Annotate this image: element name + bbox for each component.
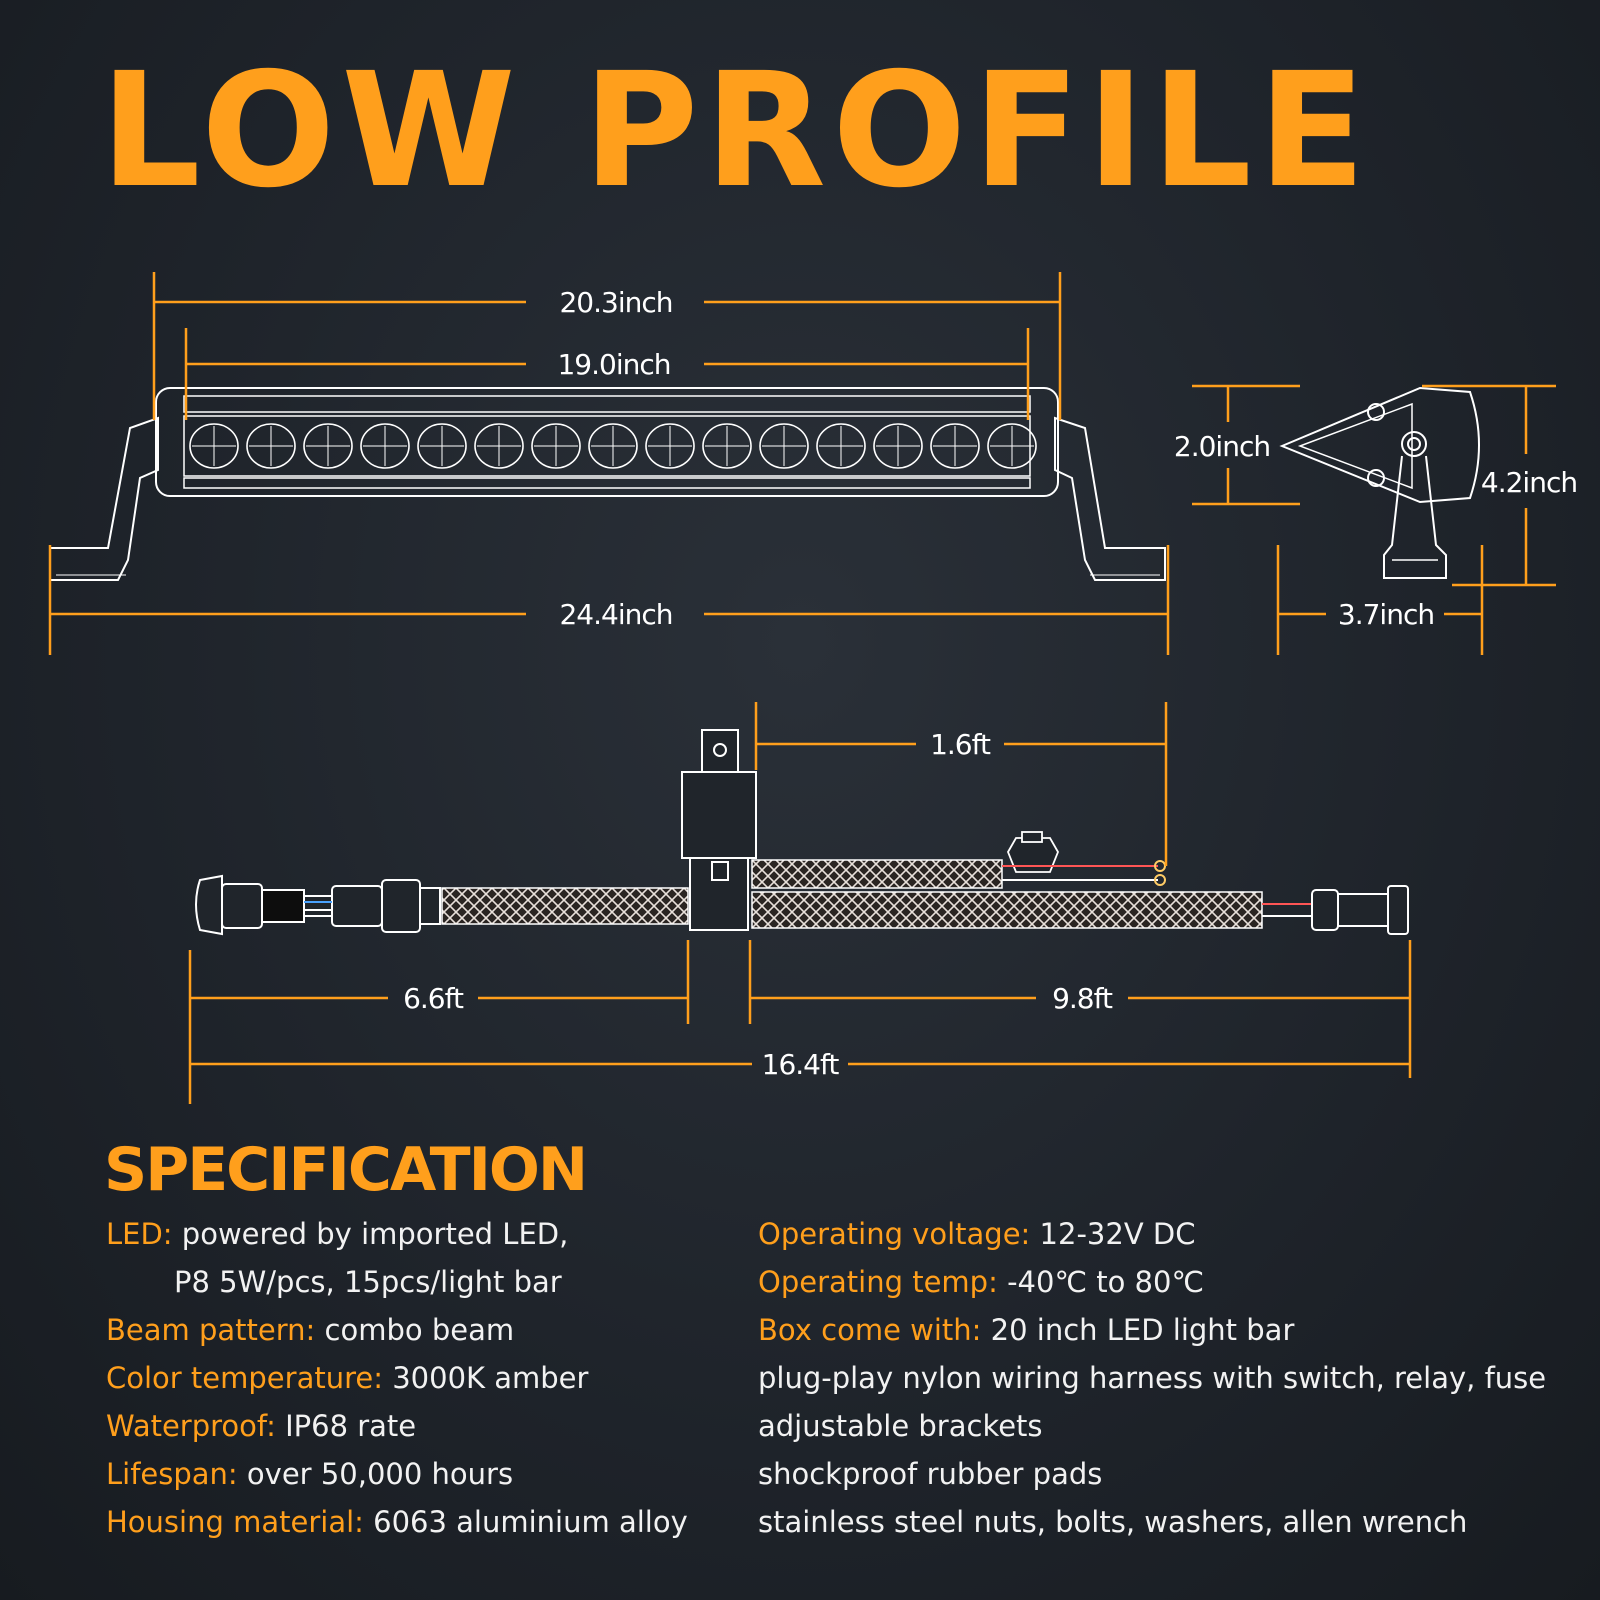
light-bar-dimension-lines <box>48 272 1170 655</box>
page-title: LOW PROFILE <box>100 39 1372 223</box>
led-lens-icon <box>246 423 296 469</box>
spec-row: adjustable brackets <box>758 1402 1546 1450</box>
specification-title: SPECIFICATION <box>104 1135 588 1205</box>
spec-label: Color temperature: <box>106 1361 383 1395</box>
led-lens-icon <box>474 423 524 469</box>
spec-row: plug-play nylon wiring harness with swit… <box>758 1354 1546 1402</box>
side-housing <box>1279 386 1480 504</box>
spec-label: Box come with: <box>758 1313 982 1347</box>
led-lens-icon <box>816 423 866 469</box>
spec-row: Color temperature: 3000K amber <box>106 1354 688 1402</box>
bracket-width-label: 24.4inch <box>559 598 672 631</box>
spec-value: over 50,000 hours <box>237 1457 514 1491</box>
right-bracket <box>1054 416 1166 581</box>
spec-label: Housing material: <box>106 1505 364 1539</box>
spec-value: 20 inch LED light bar <box>981 1313 1295 1347</box>
side-bracket <box>1383 455 1447 579</box>
spec-value: -40℃ to 80℃ <box>997 1265 1205 1299</box>
spec-value: 3000K amber <box>383 1361 589 1395</box>
spec-row: Beam pattern: combo beam <box>106 1306 688 1354</box>
led-lens-icon <box>702 423 752 469</box>
depth-label: 3.7inch <box>1338 598 1434 631</box>
spec-value: IP68 rate <box>275 1409 417 1443</box>
battery-ring-terminal-icon <box>1154 874 1166 886</box>
harness-dimension-lines <box>188 702 1412 1104</box>
led-lens-icon <box>303 423 353 469</box>
spec-value: stainless steel nuts, bolts, washers, al… <box>758 1505 1468 1539</box>
relay-to-light-label: 9.8ft <box>1052 982 1113 1015</box>
spec-row: Box come with: 20 inch LED light bar <box>758 1306 1546 1354</box>
led-lens-icon <box>588 423 638 469</box>
nylon-sleeve-light <box>751 891 1263 929</box>
spec-label: Operating voltage: <box>758 1217 1031 1251</box>
led-width-label: 19.0inch <box>557 348 670 381</box>
spec-label: Beam pattern: <box>106 1313 316 1347</box>
spec-row: Operating voltage: 12-32V DC <box>758 1210 1546 1258</box>
light-bar-housing <box>155 387 1059 497</box>
led-lens-icon <box>360 423 410 469</box>
bracket-height-label: 4.2inch <box>1481 466 1577 499</box>
spec-row: Lifespan: over 50,000 hours <box>106 1450 688 1498</box>
spec-row: shockproof rubber pads <box>758 1450 1546 1498</box>
spec-value: adjustable brackets <box>758 1409 1043 1443</box>
switch-to-relay-label: 6.6ft <box>403 982 464 1015</box>
spec-value: plug-play nylon wiring harness with swit… <box>758 1361 1547 1395</box>
wiring-harness <box>195 729 1409 936</box>
spec-label: Waterproof: <box>106 1409 276 1443</box>
led-lens-icon <box>645 423 695 469</box>
spec-row: Waterproof: IP68 rate <box>106 1402 688 1450</box>
spec-row: stainless steel nuts, bolts, washers, al… <box>758 1498 1546 1546</box>
left-bracket <box>49 416 159 581</box>
spec-value: powered by imported LED, <box>172 1217 569 1251</box>
overall-width-label: 20.3inch <box>559 286 672 319</box>
led-lens-icon <box>531 423 581 469</box>
side-view-dimension-lines <box>1192 384 1556 655</box>
fuse-holder-icon <box>1007 831 1059 873</box>
led-lens-icon <box>930 423 980 469</box>
led-lens-icon <box>417 423 467 469</box>
relay-icon <box>681 729 757 931</box>
led-lens-icon <box>873 423 923 469</box>
spec-row: LED: powered by imported LED, <box>106 1210 688 1258</box>
led-lens-icon <box>987 423 1037 469</box>
nylon-sleeve-left <box>441 887 689 925</box>
light-bar-side-view <box>1279 386 1480 579</box>
rocker-switch-icon <box>195 874 441 936</box>
spec-label: LED: <box>106 1217 173 1251</box>
specs-left-column: LED: powered by imported LED, P8 5W/pcs, … <box>106 1210 688 1546</box>
spec-value: combo beam <box>315 1313 515 1347</box>
spec-value: shockproof rubber pads <box>758 1457 1103 1491</box>
relay-to-battery-label: 1.6ft <box>930 728 991 761</box>
spec-label: Lifespan: <box>106 1457 238 1491</box>
spec-value: P8 5W/pcs, 15pcs/light bar <box>174 1265 562 1299</box>
light-bar-front-view <box>49 387 1166 581</box>
nylon-sleeve-battery <box>751 859 1003 889</box>
spec-value: 6063 aluminium alloy <box>363 1505 688 1539</box>
total-length-label: 16.4ft <box>762 1048 840 1081</box>
spec-row: Operating temp: -40℃ to 80℃ <box>758 1258 1546 1306</box>
spec-row: Housing material: 6063 aluminium alloy <box>106 1498 688 1546</box>
led-lens-icon <box>189 423 239 469</box>
led-row <box>189 423 1037 469</box>
led-lens-icon <box>759 423 809 469</box>
height-label: 2.0inch <box>1174 430 1270 463</box>
spec-row: P8 5W/pcs, 15pcs/light bar <box>106 1258 688 1306</box>
spec-value: 12-32V DC <box>1030 1217 1196 1251</box>
light-connector-icon <box>1311 885 1409 935</box>
spec-label: Operating temp: <box>758 1265 998 1299</box>
